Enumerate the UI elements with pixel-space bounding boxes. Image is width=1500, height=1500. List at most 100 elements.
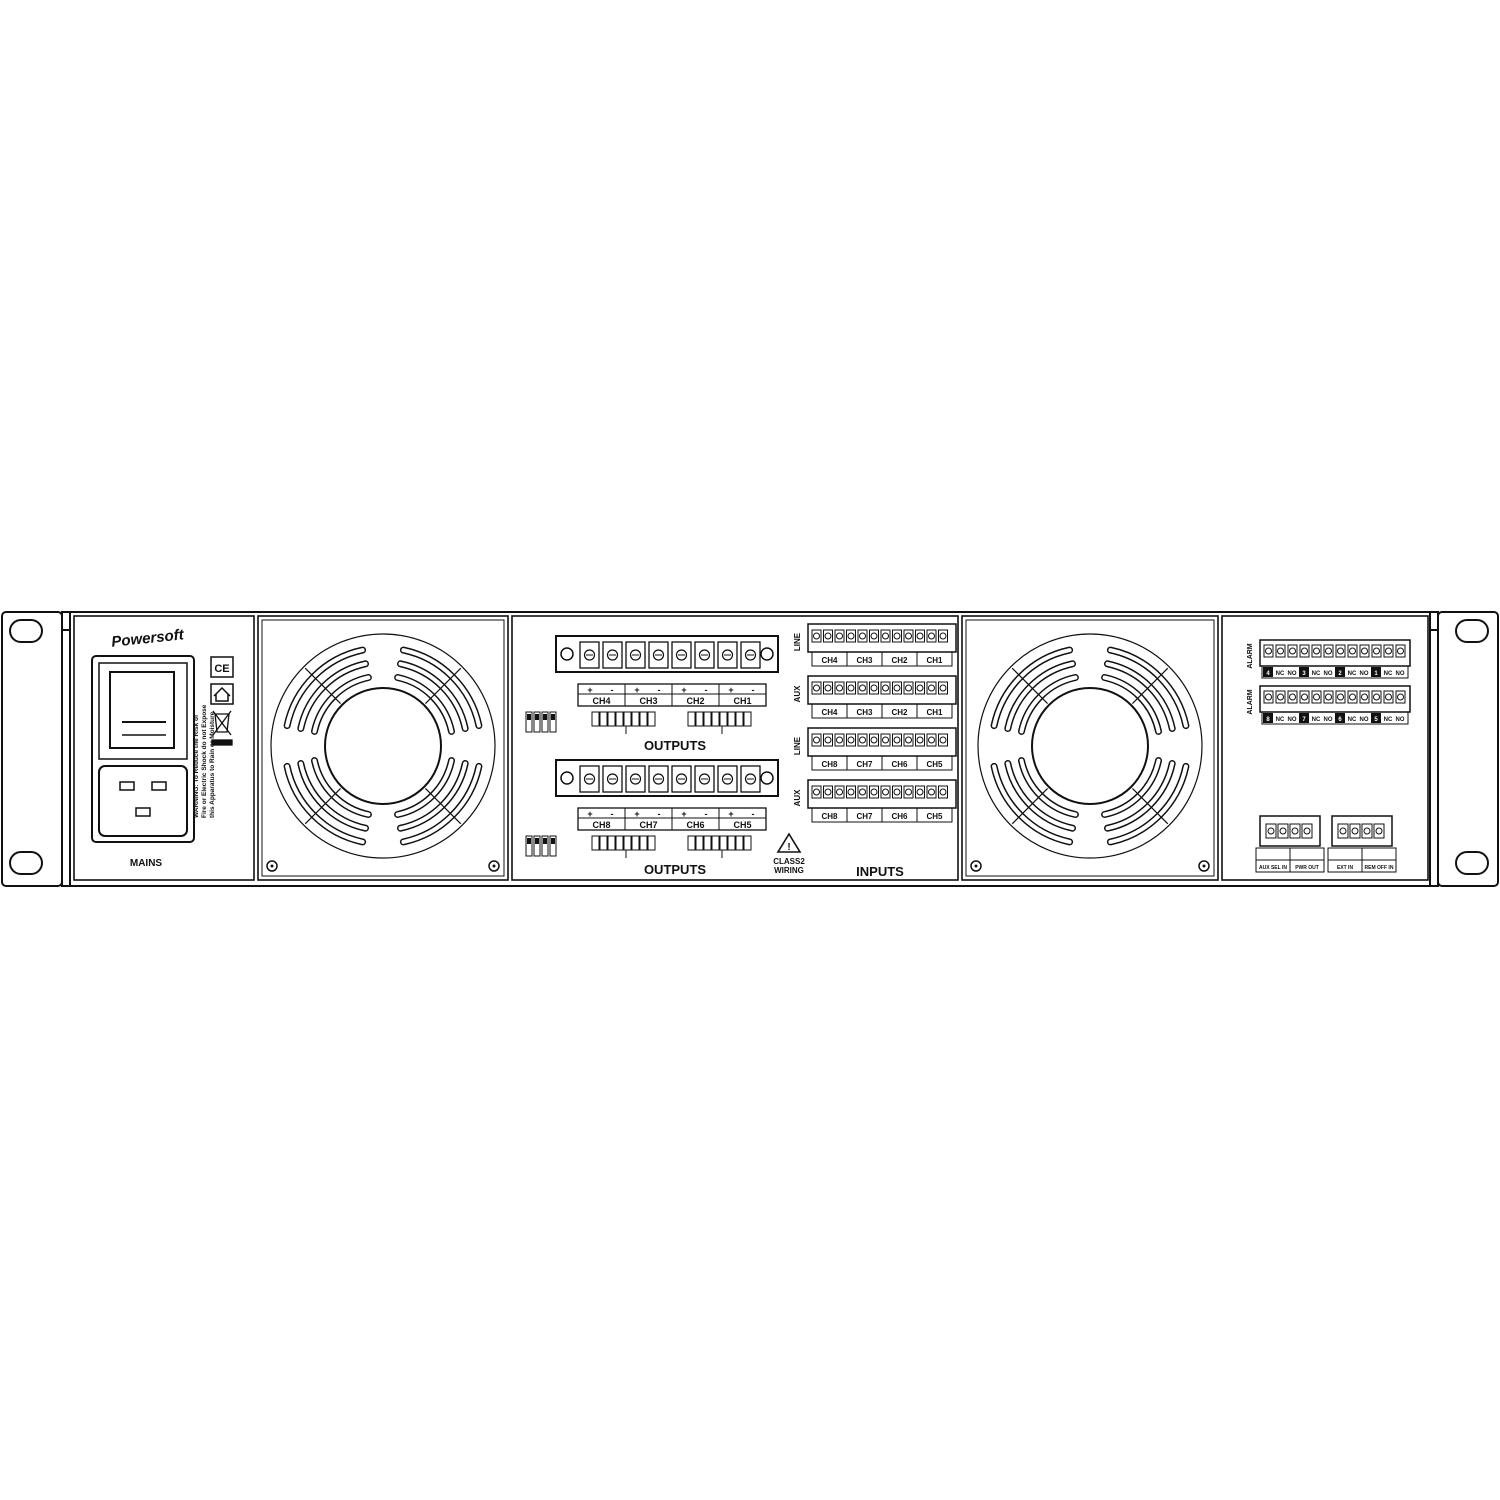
dip-switch[interactable] [549,835,557,857]
config-switch[interactable] [735,711,744,727]
config-switch[interactable] [607,711,616,727]
speaker-terminal[interactable] [579,765,600,793]
config-switch[interactable] [639,711,648,727]
dip-switch[interactable] [525,711,533,733]
input-terminal[interactable] [938,785,948,799]
config-switch[interactable] [631,711,640,727]
input-terminal[interactable] [926,681,937,695]
config-switch[interactable] [631,835,640,851]
input-terminal[interactable] [857,733,868,747]
input-terminal[interactable] [915,681,925,695]
config-switch[interactable] [743,835,752,851]
alarm-terminal[interactable] [1323,690,1334,704]
input-terminal[interactable] [857,629,868,643]
input-terminal[interactable] [915,629,925,643]
config-switch[interactable] [711,711,720,727]
speaker-terminal[interactable] [694,641,715,669]
input-terminal[interactable] [811,629,822,643]
control-terminal[interactable] [1301,823,1313,839]
input-terminal[interactable] [846,681,856,695]
alarm-terminal[interactable] [1359,690,1370,704]
alarm-terminal[interactable] [1395,644,1406,658]
input-terminal[interactable] [811,681,822,695]
input-terminal[interactable] [926,785,937,799]
config-switch[interactable] [607,835,616,851]
dip-switch[interactable] [549,711,557,733]
alarm-terminal[interactable] [1299,644,1310,658]
speaker-terminal[interactable] [717,641,738,669]
input-terminal[interactable] [834,629,845,643]
input-terminal[interactable] [938,629,948,643]
config-switch[interactable] [639,835,648,851]
config-switch[interactable] [623,835,632,851]
config-switch[interactable] [599,835,608,851]
input-terminal[interactable] [857,681,868,695]
iec-power-inlet[interactable] [98,765,188,837]
speaker-terminal[interactable] [625,765,646,793]
alarm-terminal[interactable] [1371,690,1382,704]
config-switch[interactable] [743,711,752,727]
speaker-terminal[interactable] [740,641,761,669]
control-terminal[interactable] [1361,823,1373,839]
config-switch[interactable] [687,835,696,851]
alarm-terminal[interactable] [1275,644,1286,658]
speaker-terminal[interactable] [579,641,600,669]
power-switch[interactable] [109,671,175,749]
input-terminal[interactable] [938,733,948,747]
input-terminal[interactable] [880,785,891,799]
input-terminal[interactable] [857,785,868,799]
control-terminal[interactable] [1349,823,1361,839]
input-terminal[interactable] [846,629,856,643]
control-terminal[interactable] [1289,823,1301,839]
speaker-terminal[interactable] [740,765,761,793]
input-terminal[interactable] [892,733,902,747]
input-terminal[interactable] [869,681,879,695]
input-terminal[interactable] [903,733,914,747]
speaker-terminal[interactable] [694,765,715,793]
config-switch[interactable] [591,835,600,851]
input-terminal[interactable] [846,785,856,799]
input-terminal[interactable] [892,629,902,643]
input-terminal[interactable] [903,681,914,695]
input-terminal[interactable] [834,785,845,799]
config-switch[interactable] [703,711,712,727]
alarm-terminal[interactable] [1335,644,1346,658]
config-switch[interactable] [711,835,720,851]
dip-switch[interactable] [533,711,541,733]
alarm-terminal[interactable] [1371,644,1382,658]
input-terminal[interactable] [915,733,925,747]
speaker-terminal[interactable] [625,641,646,669]
alarm-terminal[interactable] [1275,690,1286,704]
input-terminal[interactable] [811,785,822,799]
input-terminal[interactable] [892,681,902,695]
input-terminal[interactable] [926,629,937,643]
input-terminal[interactable] [823,629,833,643]
config-switch[interactable] [727,835,736,851]
config-switch[interactable] [591,711,600,727]
config-switch[interactable] [647,835,656,851]
control-terminal[interactable] [1373,823,1385,839]
alarm-terminal[interactable] [1263,690,1274,704]
input-terminal[interactable] [869,629,879,643]
speaker-terminal[interactable] [648,641,669,669]
alarm-terminal[interactable] [1347,690,1358,704]
alarm-terminal[interactable] [1311,644,1322,658]
input-terminal[interactable] [880,733,891,747]
speaker-terminal[interactable] [602,641,623,669]
config-switch[interactable] [687,711,696,727]
alarm-terminal[interactable] [1263,644,1274,658]
alarm-terminal[interactable] [1287,644,1298,658]
config-switch[interactable] [615,835,624,851]
input-terminal[interactable] [811,733,822,747]
config-switch[interactable] [719,835,728,851]
alarm-terminal[interactable] [1383,644,1394,658]
alarm-terminal[interactable] [1383,690,1394,704]
input-terminal[interactable] [823,733,833,747]
dip-switch[interactable] [541,711,549,733]
control-terminal[interactable] [1277,823,1289,839]
input-terminal[interactable] [903,629,914,643]
alarm-terminal[interactable] [1359,644,1370,658]
input-terminal[interactable] [823,785,833,799]
config-switch[interactable] [615,711,624,727]
speaker-terminal[interactable] [602,765,623,793]
